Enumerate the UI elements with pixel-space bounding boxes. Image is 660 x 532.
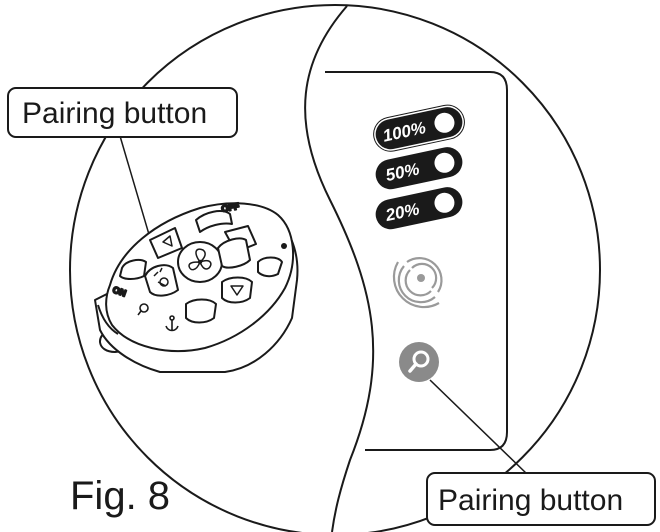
light-icon bbox=[153, 267, 169, 287]
leader-line-panel bbox=[429, 379, 528, 475]
remote-pairing-button[interactable] bbox=[144, 264, 179, 297]
remote-button-bottom[interactable] bbox=[185, 298, 217, 324]
remote-button-light-right[interactable] bbox=[217, 237, 251, 269]
remote-power-dot-icon bbox=[281, 243, 287, 249]
remote-button-fan[interactable] bbox=[177, 241, 223, 283]
level-100-indicator: 100% bbox=[373, 104, 465, 152]
signal-icon bbox=[392, 257, 443, 309]
search-icon bbox=[408, 350, 430, 373]
remote-button-off[interactable] bbox=[195, 210, 233, 233]
level-50-indicator: 50% bbox=[375, 147, 463, 190]
s-divider bbox=[304, 5, 375, 532]
level-20-led bbox=[434, 192, 455, 213]
remote-button-right-small[interactable] bbox=[257, 256, 283, 278]
remote-anchor-icon bbox=[165, 315, 179, 332]
fan-icon bbox=[188, 248, 212, 271]
panel-pairing-button[interactable] bbox=[399, 342, 439, 382]
figure-label: Fig. 8 bbox=[70, 474, 171, 518]
remote-off-label: OFF bbox=[221, 201, 241, 214]
remote-control: OFF bbox=[94, 200, 299, 373]
remote-search-icon bbox=[137, 303, 149, 316]
level-50-led bbox=[434, 152, 455, 173]
callout-remote-pairing: Pairing button bbox=[7, 87, 238, 138]
level-100-led bbox=[434, 112, 455, 133]
control-panel: 100% 50% 20% bbox=[325, 71, 508, 451]
level-20-indicator: 20% bbox=[375, 187, 463, 230]
remote-button-left[interactable] bbox=[119, 259, 147, 280]
callout-panel-pairing: Pairing button bbox=[426, 472, 656, 526]
